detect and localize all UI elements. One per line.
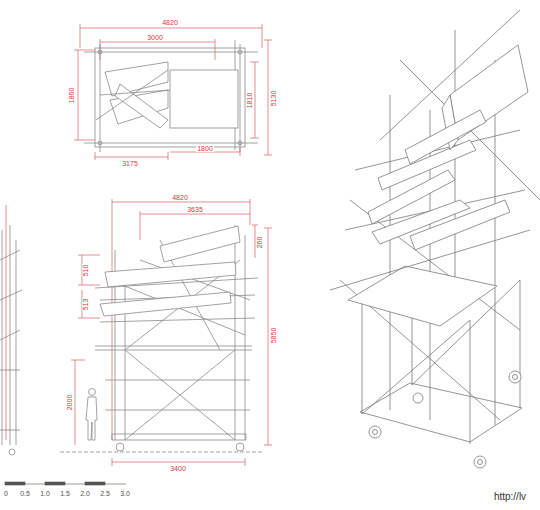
dimension-label: 3635: [186, 206, 204, 213]
dimension-label: 5850: [270, 326, 277, 344]
scale-number: 2.0: [79, 490, 91, 497]
scale-number: 0.5: [19, 490, 31, 497]
dimension-label: 4820: [161, 19, 179, 26]
scale-number: 0: [3, 490, 9, 497]
scale-number: 1.5: [59, 490, 71, 497]
plan-view: [84, 40, 258, 152]
dimension-label: 2000: [66, 393, 73, 411]
scale-number: 1.0: [39, 490, 51, 497]
watermark: http://lv: [493, 492, 527, 502]
dimension-lines: [6, 24, 272, 466]
scale-number: 2.5: [99, 490, 111, 497]
dimension-label: 1800: [196, 145, 214, 152]
dimension-label: 3175: [121, 160, 139, 167]
dimension-label: 1860: [68, 86, 75, 104]
dimension-label: 3400: [169, 465, 187, 472]
scale-number: 3.0: [119, 490, 131, 497]
front-elevation: [60, 225, 262, 452]
scale-bar: [5, 482, 126, 485]
dimension-label: 510: [83, 263, 90, 277]
dimension-label: 1810: [246, 91, 253, 109]
dimension-label: 513: [83, 297, 90, 311]
isometric-view: [330, 10, 540, 468]
dimension-label: 5130: [270, 89, 277, 107]
dimension-label: 4820: [171, 194, 189, 201]
side-elevation: [0, 225, 22, 455]
dimension-label: 3000: [146, 34, 164, 41]
dimension-label: 260: [257, 235, 264, 249]
